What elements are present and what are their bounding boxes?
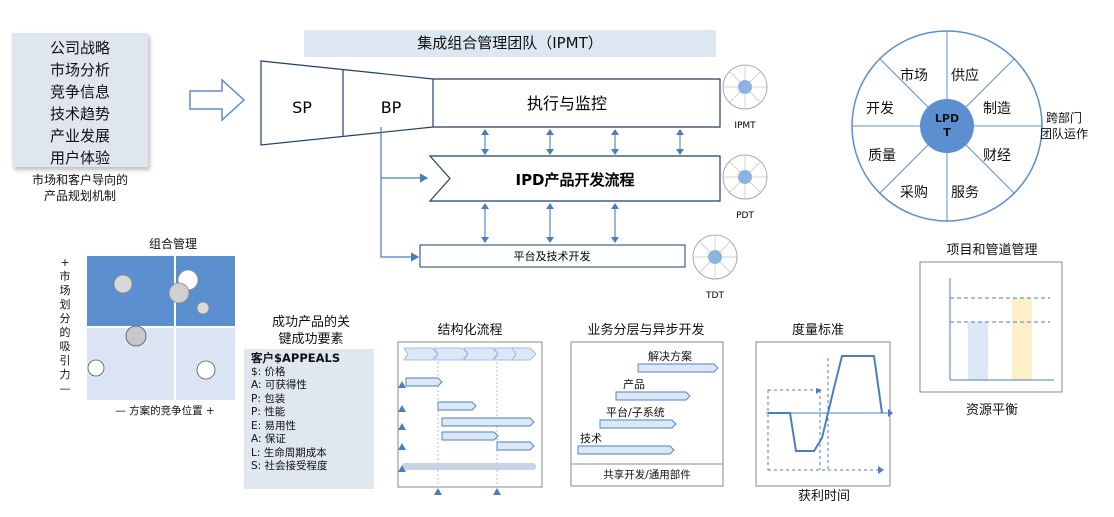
lpdt-core xyxy=(920,99,974,153)
wheel-segment-finance: 财经 xyxy=(983,148,1011,164)
input-item: 市场分析 xyxy=(49,61,110,79)
appeals-item: A: 保证 xyxy=(251,433,286,445)
layer-label-technology: 技术 xyxy=(580,432,602,445)
inputs-caption-line: 市场和客户导向的 xyxy=(31,173,128,187)
appeals-item: E: 易用性 xyxy=(251,419,297,432)
metrics-caption: 获利时间 xyxy=(798,489,850,504)
appeals-item: P: 包装 xyxy=(251,392,286,405)
portfolio-matrix: 组合管理 + 市 场 划 分 的 吸 引 力 — — 方案的竞争位置 + xyxy=(60,236,235,417)
shared-track xyxy=(402,463,536,470)
appeals-item: L: 生命周期成本 xyxy=(251,446,327,459)
wheel-segment-market: 市场 xyxy=(900,67,928,84)
success-title-line: 成功产品的关 xyxy=(271,315,350,330)
success-title: 成功产品的关 键成功要素 xyxy=(256,314,366,348)
input-item: 竞争信息 xyxy=(49,83,110,101)
layer-bars xyxy=(577,363,719,455)
tdt-team-label: TDT xyxy=(705,291,724,301)
ipmt-banner: 集成组合管理团队（IPMT） xyxy=(304,30,716,57)
ipmt-team-label: IPMT xyxy=(734,121,756,131)
pipeline-caption: 资源平衡 xyxy=(966,403,1018,418)
appeals-item: $: 价格 xyxy=(251,365,286,378)
structured-process: 结构化流程 xyxy=(397,323,543,495)
resource-bar-b xyxy=(1012,298,1032,380)
platform-label: 平台及技术开发 xyxy=(514,249,591,263)
portfolio-y-axis-char: 的 xyxy=(60,325,71,339)
lpdt-center-line: LPD xyxy=(935,112,959,125)
bp-label: BP xyxy=(381,98,402,117)
pipeline-chart: 项目和管道管理 资源平衡 xyxy=(919,243,1063,418)
portfolio-y-axis-char: 分 xyxy=(60,312,71,325)
inputs-caption: 市场和客户导向的 产品规划机制 xyxy=(10,172,150,204)
milestone-markers xyxy=(398,381,501,495)
tdt-team-icon: TDT xyxy=(692,234,738,301)
lpdt-center-line: T xyxy=(943,126,951,139)
appeals-title: 客户$APPEALS xyxy=(251,351,341,365)
metrics-title: 度量标准 xyxy=(792,322,844,338)
ipd-label: IPD产品开发流程 xyxy=(515,171,634,189)
market-inputs-box: 公司战略 市场分析 竞争信息 技术趋势 产业发展 用户体验 xyxy=(12,33,148,167)
wheel-side-label: 跨部门 xyxy=(1046,110,1082,125)
layer-label-platform: 平台/子系统 xyxy=(606,405,665,419)
input-arrow-icon xyxy=(189,78,246,122)
input-item: 公司战略 xyxy=(49,39,110,57)
wheel-segment-manufacturing: 制造 xyxy=(983,101,1011,117)
bp-to-platform-arrow xyxy=(380,127,420,262)
pdt-team-icon: PDT xyxy=(722,154,768,221)
portfolio-y-axis-char: 吸 xyxy=(60,340,71,353)
portfolio-y-axis-char: 划 xyxy=(60,298,71,311)
business-layering: 业务分层与异步开发 解决方案 产品 平台/子系统 技术 共享开发/通用部件 xyxy=(570,322,724,487)
portfolio-x-axis: — 方案的竞争位置 + xyxy=(115,404,214,417)
wheel-segment-supply: 供应 xyxy=(951,67,979,84)
layering-title: 业务分层与异步开发 xyxy=(587,322,704,338)
input-item: 用户体验 xyxy=(49,149,110,167)
structured-title: 结构化流程 xyxy=(437,323,502,338)
layer-label-solution: 解决方案 xyxy=(648,349,692,363)
ipd-process-shape xyxy=(428,155,721,202)
appeals-box: 客户$APPEALS $: 价格 A: 可获得性 P: 包装 P: 性能 E: … xyxy=(244,349,374,489)
task-bars xyxy=(405,377,535,451)
wheel-segment-quality: 质量 xyxy=(868,148,896,164)
portfolio-title: 组合管理 xyxy=(149,236,197,251)
sp-label: SP xyxy=(292,98,312,117)
platform-box xyxy=(419,244,686,268)
metrics-curve xyxy=(768,355,883,452)
portfolio-y-axis-char: 场 xyxy=(60,283,71,297)
input-item: 技术趋势 xyxy=(49,105,110,123)
pdt-team-label: PDT xyxy=(736,211,754,221)
ipmt-team-icon: IPMT xyxy=(722,64,768,131)
layering-footer: 共享开发/通用部件 xyxy=(603,468,691,481)
appeals-item: P: 性能 xyxy=(251,406,286,418)
portfolio-y-axis-char: + xyxy=(60,256,69,269)
funnel-shape xyxy=(260,60,721,146)
wheel-side-label: 团队运作 xyxy=(1040,126,1088,141)
appeals-item: A: 可获得性 xyxy=(251,379,307,391)
layer-label-product: 产品 xyxy=(623,377,645,391)
portfolio-y-axis-char: — xyxy=(60,382,71,395)
input-item: 产业发展 xyxy=(49,127,110,145)
lpdt-wheel: LPD T 市场 供应 制造 财经 服务 采购 质量 开发 跨部门 团队运作 xyxy=(851,30,1088,222)
execution-label: 执行与监控 xyxy=(527,94,607,113)
portfolio-y-axis-char: 力 xyxy=(60,368,71,381)
inputs-caption-line: 产品规划机制 xyxy=(43,189,116,203)
pipeline-title: 项目和管道管理 xyxy=(946,243,1037,258)
process-diagram: SP BP 执行与监控 IPD产品开发流程 平台及技术开发 xyxy=(260,60,721,268)
metrics-chart: 度量标准 获利时间 xyxy=(755,322,893,504)
phase-chevrons xyxy=(403,347,537,361)
wheel-segment-development: 开发 xyxy=(866,101,894,117)
wheel-segment-procurement: 采购 xyxy=(900,185,928,201)
resource-bar-a xyxy=(968,322,988,380)
success-title-line: 键成功要素 xyxy=(278,332,344,347)
portfolio-y-axis-char: 引 xyxy=(60,353,71,367)
appeals-item: S: 社会接受程度 xyxy=(251,460,328,472)
wheel-segment-service: 服务 xyxy=(951,185,979,201)
portfolio-y-axis-char: 市 xyxy=(60,269,71,283)
